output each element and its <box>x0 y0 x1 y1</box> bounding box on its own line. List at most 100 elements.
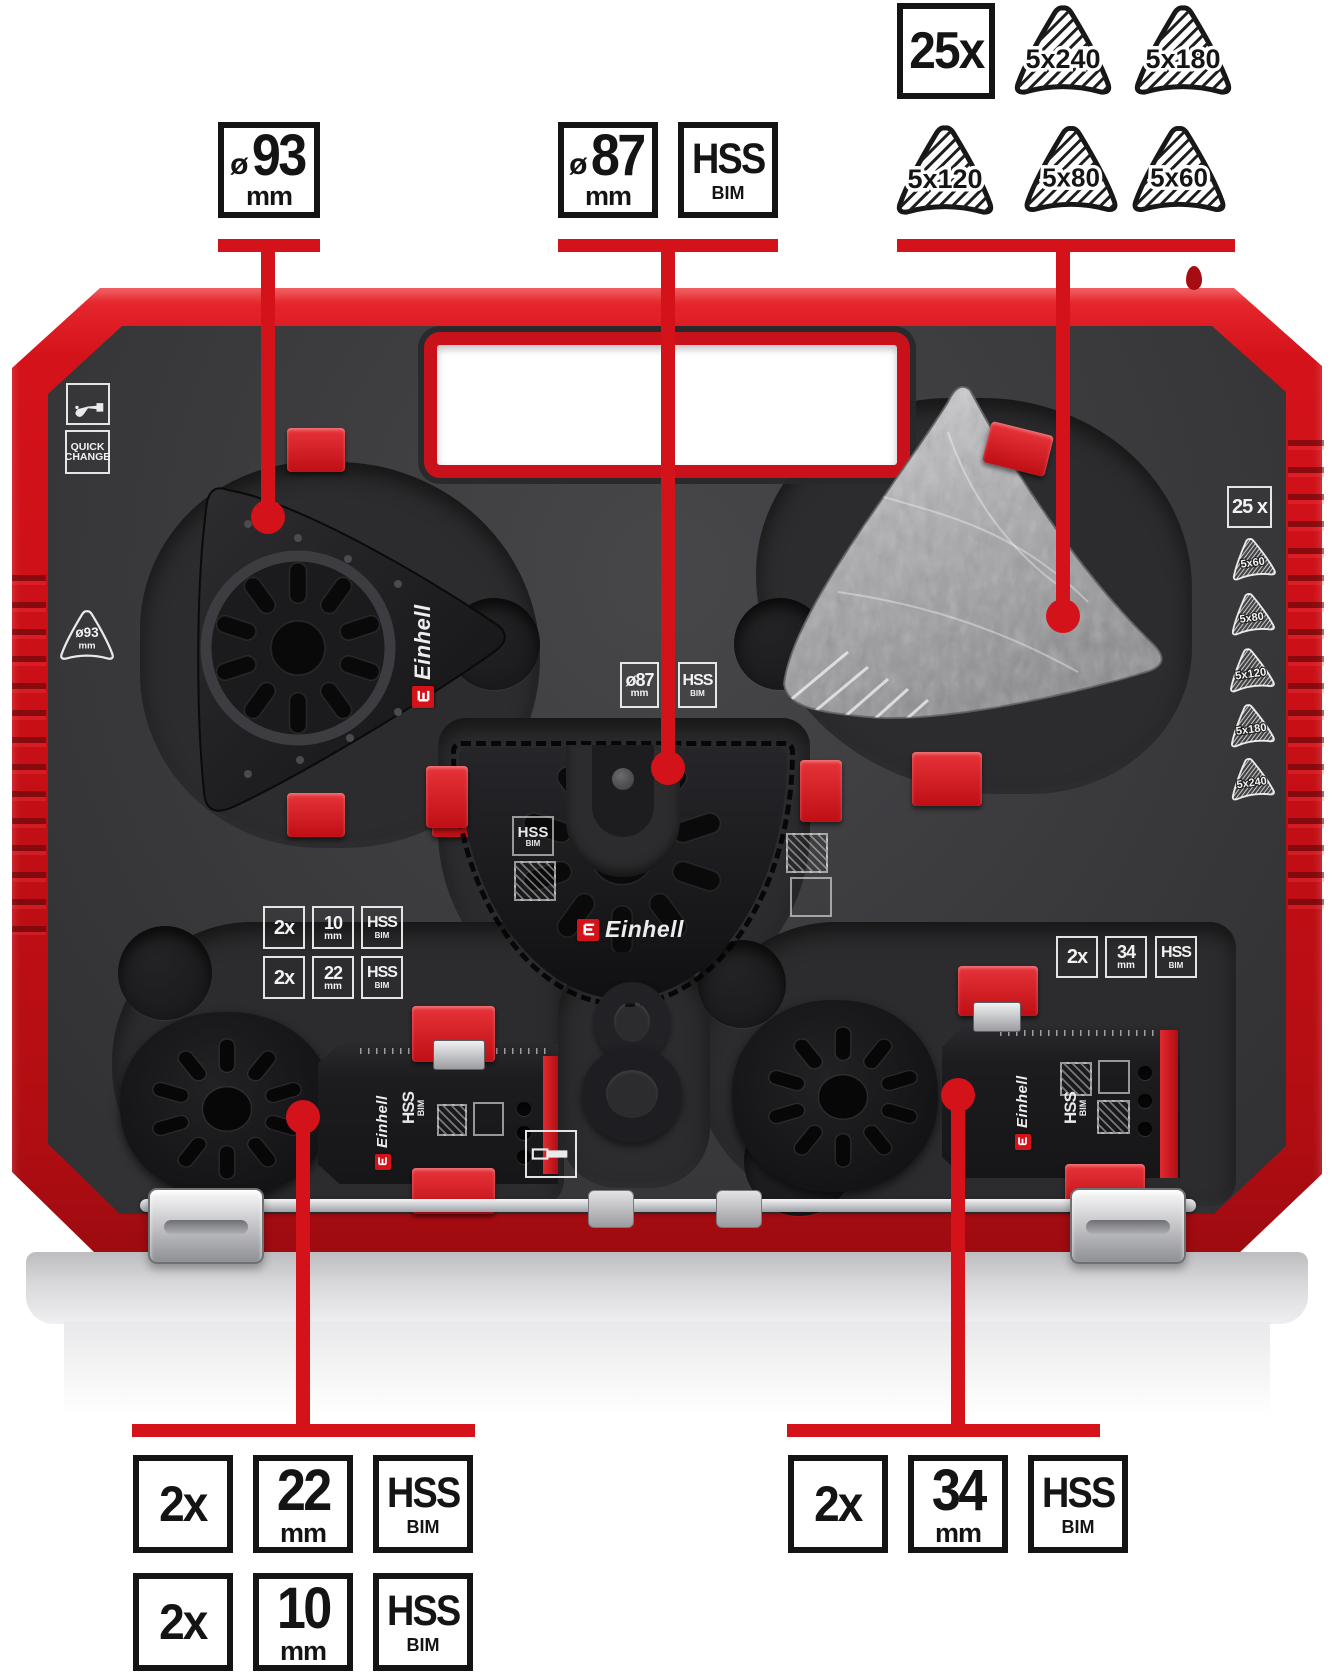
size-text: 22 <box>323 962 343 983</box>
material-icon <box>786 833 828 873</box>
unit-text: mm <box>324 930 342 942</box>
rivet-dots <box>244 520 402 778</box>
callout-bar <box>787 1424 1100 1437</box>
callout-size-box: 34 mm <box>908 1455 1008 1553</box>
bim-text: BIM <box>1168 960 1184 970</box>
grit-pad-5x80: 5x80 <box>1018 122 1124 216</box>
callout-qty-box: 2x <box>133 1455 233 1553</box>
multitool-icon-box <box>66 383 110 425</box>
svg-text:mm: mm <box>78 641 95 652</box>
callout-hss-bim: HSS BIM <box>678 122 778 218</box>
svg-text:5x120: 5x120 <box>907 164 982 194</box>
blade-hss-mark: HSS BIM <box>399 1076 426 1140</box>
blade-mount-fan <box>766 1026 920 1168</box>
callout-qty-box: 2x <box>133 1573 233 1671</box>
callout-mat-box: HSS BIM <box>373 1455 473 1553</box>
qty-text: 2x <box>159 1594 208 1650</box>
stack-sheet-edges <box>787 650 929 718</box>
hinge-tab <box>716 1190 762 1228</box>
hss-text: HSS <box>1041 1469 1116 1517</box>
retaining-clip[interactable] <box>800 760 842 822</box>
retaining-clip[interactable] <box>287 793 345 837</box>
unit-text: mm <box>934 1517 982 1548</box>
material-icon <box>1098 1060 1130 1094</box>
count-text: 25x <box>908 22 985 80</box>
grit-pad-5x240: 5x240 <box>1008 2 1118 98</box>
hss-text: HSS <box>399 1092 418 1124</box>
mini-size-box: 22 mm <box>312 956 354 999</box>
einhell-logo-small: Einhell <box>374 1066 391 1170</box>
clip-buckle <box>973 1002 1021 1032</box>
quick-text: QUICK <box>70 440 105 453</box>
svg-text:5x240: 5x240 <box>1025 44 1100 74</box>
qty-text: 2x <box>273 916 295 939</box>
unit-text: mm <box>1117 960 1135 971</box>
einhell-e-icon <box>412 686 434 708</box>
mini-qty-box: 2x <box>1056 936 1098 978</box>
callout-bar <box>132 1424 475 1437</box>
latch-slot <box>164 1220 248 1234</box>
hss-text: HSS <box>691 135 766 183</box>
callout-dot <box>651 751 685 785</box>
mini-qty-box: 2x <box>263 906 305 949</box>
size-text: 34 <box>1116 942 1136 962</box>
hss-text: HSS <box>386 1587 461 1635</box>
size-text: 34 <box>931 1457 987 1523</box>
callout-line <box>1056 246 1070 616</box>
dia-unit: mm <box>584 180 632 211</box>
einhell-wordmark: Einhell <box>1014 1075 1031 1128</box>
einhell-wordmark: Einhell <box>410 604 435 680</box>
mini-mat-box: HSS BIM <box>361 956 403 999</box>
material-icon <box>790 877 832 917</box>
sanding-pad-stack[interactable] <box>748 372 1198 802</box>
size-text: 10 <box>276 1575 332 1641</box>
callout-dot <box>251 500 285 534</box>
case-latch-left[interactable] <box>148 1188 264 1264</box>
einhell-wordmark: Einhell <box>605 916 684 942</box>
unit-text: mm <box>279 1635 327 1666</box>
callout-pad-count: 25x <box>897 3 995 99</box>
hss-text: HSS <box>367 914 398 931</box>
dia-value: 87 <box>591 123 646 189</box>
retaining-clip[interactable] <box>912 752 982 806</box>
material-icon <box>1060 1062 1092 1096</box>
latch-slot <box>1086 1220 1170 1234</box>
callout-bar <box>558 239 778 252</box>
grit-pad-icon: 5x80 <box>1226 590 1276 636</box>
dia-value: 93 <box>252 123 307 189</box>
pad-size-icon: ø93 mm <box>60 610 114 660</box>
quick-change-box: QUICK CHANGE <box>65 430 110 474</box>
retaining-clip[interactable] <box>426 766 468 828</box>
lid-seam-bar <box>140 1199 1196 1212</box>
bim-text: BIM <box>1061 1517 1095 1537</box>
hinge-tab <box>588 1190 634 1228</box>
svg-text:5x60: 5x60 <box>1240 556 1266 571</box>
pad-count-box: 25 x <box>1227 486 1272 528</box>
transparent-lid-bottom <box>26 1252 1308 1324</box>
svg-text:5x240: 5x240 <box>1236 775 1268 791</box>
callout-line <box>951 1095 965 1430</box>
callout-dia-93: ø 93 mm <box>218 122 320 218</box>
qty-text: 2x <box>1066 946 1088 968</box>
mid-mat-box: HSS BIM <box>678 662 717 708</box>
bim-text: BIM <box>690 688 705 698</box>
svg-text:5x80: 5x80 <box>1042 162 1100 192</box>
mini-qty-box: 2x <box>263 956 305 999</box>
qty-text: 2x <box>814 1476 863 1532</box>
callout-line <box>296 1117 310 1430</box>
grit-pad-5x180: 5x180 <box>1128 2 1238 98</box>
unit-text: mm <box>279 1517 327 1548</box>
retaining-clip[interactable] <box>287 428 345 472</box>
case-latch-right[interactable] <box>1070 1188 1186 1264</box>
dia-symbol: ø <box>569 148 588 181</box>
blade-ruler-ticks <box>1000 1030 1172 1036</box>
mount-screw <box>612 768 634 790</box>
einhell-wordmark: Einhell <box>374 1095 391 1148</box>
svg-text:5x80: 5x80 <box>1239 611 1265 626</box>
blade-hole <box>517 1126 531 1140</box>
mid-dia-box: ø87 mm <box>620 662 659 708</box>
bim-text: BIM <box>374 931 390 940</box>
bim-text: BIM <box>711 183 745 203</box>
clip-buckle <box>433 1040 485 1070</box>
lid-reflection-fade <box>64 1322 1270 1432</box>
